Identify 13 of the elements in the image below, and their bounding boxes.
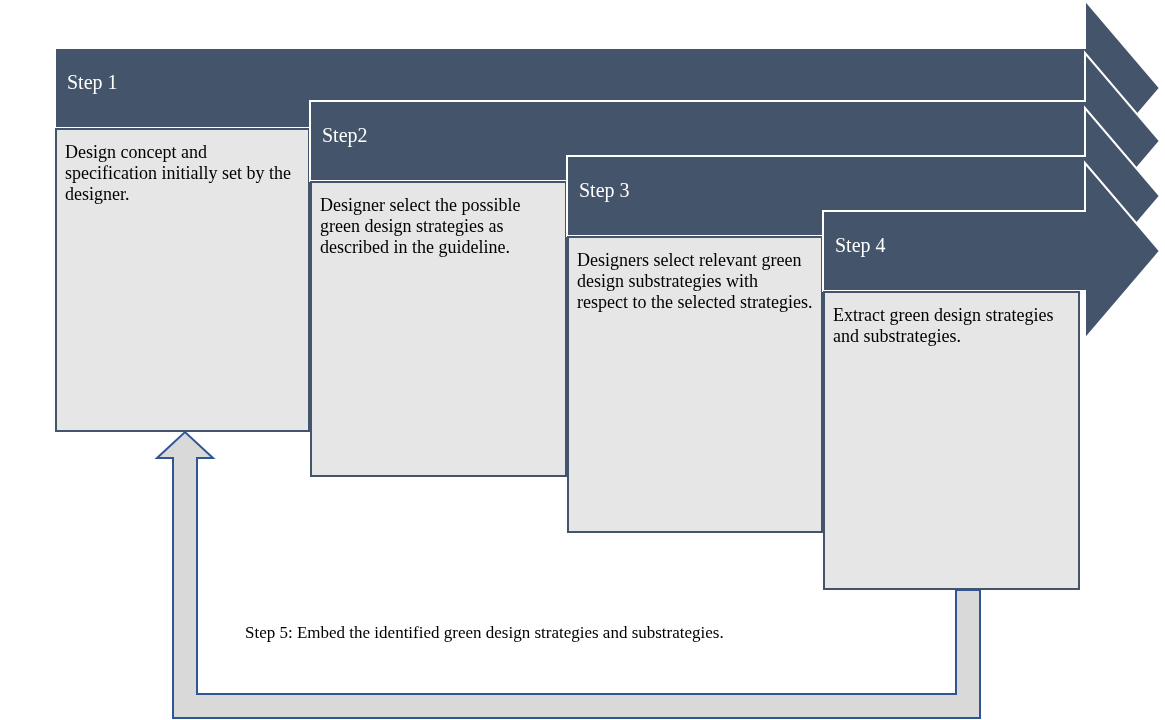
step-heading: Step 4 xyxy=(835,235,886,255)
feedback-block-arrow xyxy=(154,430,981,719)
step-description-box xyxy=(310,181,567,477)
step-description-box xyxy=(55,128,310,432)
step-description: Design concept and specification initially set by the designer. xyxy=(65,142,292,205)
step-description-box xyxy=(823,291,1080,590)
step-description: Extract green design strategies and substrategies. xyxy=(833,305,1055,347)
step-heading: Step 1 xyxy=(67,72,118,92)
step-description: Designers select relevant green design substrategies with respect to the selected strategies. xyxy=(577,250,813,313)
step-description-box xyxy=(567,236,823,533)
step-heading: Step 3 xyxy=(579,180,630,200)
step-description: Designer select the possible green design strategies as described in the guideline. xyxy=(320,195,522,258)
step-heading: Step2 xyxy=(322,125,368,145)
